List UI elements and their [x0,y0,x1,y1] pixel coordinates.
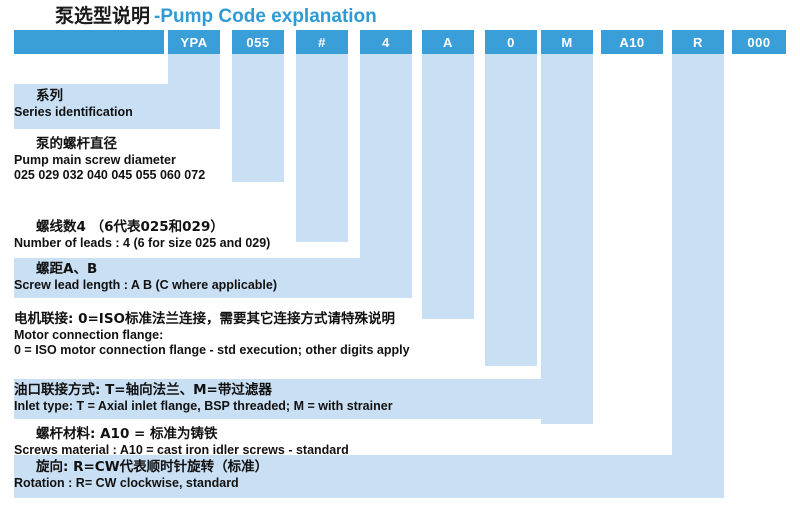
desc-screws-material-en: Screws material : A10 = cast iron idler … [14,443,349,457]
desc-motor-connection-flange-en: Motor connection flange: [14,328,164,342]
desc-motor-connection-flange-cn: 电机联接: 0=ISO标准法兰连接，需要其它连接方式请特殊说明 [14,311,396,327]
desc-motor-connection-flange: 电机联接: 0=ISO标准法兰连接，需要其它连接方式请特殊说明 Motor co… [14,311,410,358]
band-rotation [14,455,724,498]
desc-inlet-type-cn: 油口联接方式: T=轴向法兰、M=带过滤器 [14,382,272,398]
band-series-identification [14,84,220,129]
desc-rotation: 旋向: R=CW代表顺时针旋转（标准） Rotation : R= CW clo… [14,459,268,491]
code-cell-hash-label: # [318,34,326,50]
riser-055 [232,54,284,182]
desc-motor-connection-flange-en2: 0 = ISO motor connection flange - std ex… [14,343,410,357]
code-cell-m[interactable]: M [541,30,593,54]
code-cell-r-label: R [693,34,703,50]
desc-number-of-leads: 螺线数4 （6代表025和029） Number of leads : 4 (6… [14,219,270,251]
desc-number-of-leads-cn: 螺线数4 （6代表025和029） [36,219,224,235]
desc-number-of-leads-en: Number of leads : 4 (6 for size 025 and … [14,236,271,250]
pump-code-diagram: YPA 055 # 4 A 0 M A10 R 000 系列 Series id… [0,30,800,506]
desc-pump-main-screw-diameter-cn: 泵的螺杆直径 [36,136,117,152]
code-cell-0-label: 0 [507,34,515,50]
code-cell-ypa[interactable]: YPA [168,30,220,54]
desc-series-identification-en: Series identification [14,105,133,119]
code-cell-a10-label: A10 [619,34,645,50]
desc-rotation-en: Rotation : R= CW clockwise, standard [14,476,239,490]
desc-screws-material-cn: 螺杆材料: A10 = 标准为铸铁 [36,426,218,442]
code-cell-000[interactable]: 000 [732,30,786,54]
page-title-en: -Pump Code explanation [154,6,377,27]
riser-m [541,54,593,424]
desc-screw-lead-length-en: Screw lead length : A B (C where applica… [14,278,278,292]
riser-a10 [672,54,724,479]
code-cell-a-label: A [443,34,453,50]
code-cell-ypa-label: YPA [180,34,208,50]
desc-pump-main-screw-diameter-en: Pump main screw diameter [14,153,176,167]
code-cell-4-label: 4 [382,34,390,50]
page-title-cn: 泵选型说明 [55,5,151,27]
code-cell-hash[interactable]: # [296,30,348,54]
riser-a [422,54,474,319]
desc-inlet-type: 油口联接方式: T=轴向法兰、M=带过滤器 Inlet type: T = Ax… [14,382,393,414]
code-cell-4[interactable]: 4 [360,30,412,54]
desc-series-identification-cn: 系列 [36,88,63,104]
desc-series-identification: 系列 Series identification [14,88,133,120]
code-cell-0[interactable]: 0 [485,30,537,54]
riser-4 [360,54,412,282]
code-cell-a10[interactable]: A10 [601,30,663,54]
code-cell-055[interactable]: 055 [232,30,284,54]
desc-screw-lead-length-cn: 螺距A、B [36,261,98,277]
riser-0 [485,54,537,366]
code-cell-m-label: M [561,34,573,50]
desc-pump-main-screw-diameter-en2: 025 029 032 040 045 055 060 072 [14,168,206,182]
code-cell-blank[interactable] [14,30,164,54]
code-cell-055-label: 055 [246,34,270,50]
desc-pump-main-screw-diameter: 泵的螺杆直径 Pump main screw diameter 025 029 … [14,136,205,183]
code-cell-r[interactable]: R [672,30,724,54]
code-cell-000-label: 000 [747,34,771,50]
desc-rotation-cn: 旋向: R=CW代表顺时针旋转（标准） [36,459,269,475]
desc-screws-material: 螺杆材料: A10 = 标准为铸铁 Screws material : A10 … [14,426,349,458]
code-cell-a[interactable]: A [422,30,474,54]
band-inlet-type [14,379,593,419]
riser-hash [296,54,348,242]
desc-screw-lead-length: 螺距A、B Screw lead length : A B (C where a… [14,261,277,293]
page-title: 泵选型说明-Pump Code explanation [55,4,377,29]
band-screw-lead-length [14,258,412,298]
desc-inlet-type-en: Inlet type: T = Axial inlet flange, BSP … [14,399,393,413]
